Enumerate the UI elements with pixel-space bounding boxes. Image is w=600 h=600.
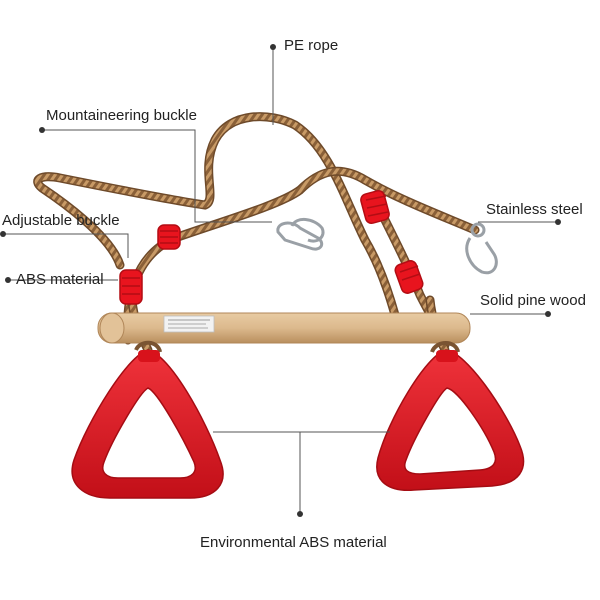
mountaineering-buckle [276, 218, 325, 251]
pe-rope [33, 112, 480, 355]
label-solid-pine-wood: Solid pine wood [480, 292, 586, 309]
label-stainless-steel: Stainless steel [486, 201, 583, 218]
abs-buckle-left [119, 269, 143, 305]
ring-left [71, 349, 224, 499]
adjustable-buckle [157, 224, 181, 250]
label-environmental-abs-material: Environmental ABS material [200, 534, 387, 551]
abs-buckle-right [394, 260, 424, 294]
label-mountaineering-buckle: Mountaineering buckle [46, 107, 197, 124]
leader-lines [3, 47, 558, 514]
abs-buckle-top-right [360, 190, 390, 224]
stainless-steel-hook [465, 222, 498, 275]
ring-right [376, 349, 525, 491]
leader-dots [0, 44, 561, 517]
pine-wood-bar [97, 312, 471, 344]
label-abs-material: ABS material [16, 271, 104, 288]
label-adjustable-buckle: Adjustable buckle [2, 212, 120, 229]
label-pe-rope: PE rope [284, 37, 339, 54]
